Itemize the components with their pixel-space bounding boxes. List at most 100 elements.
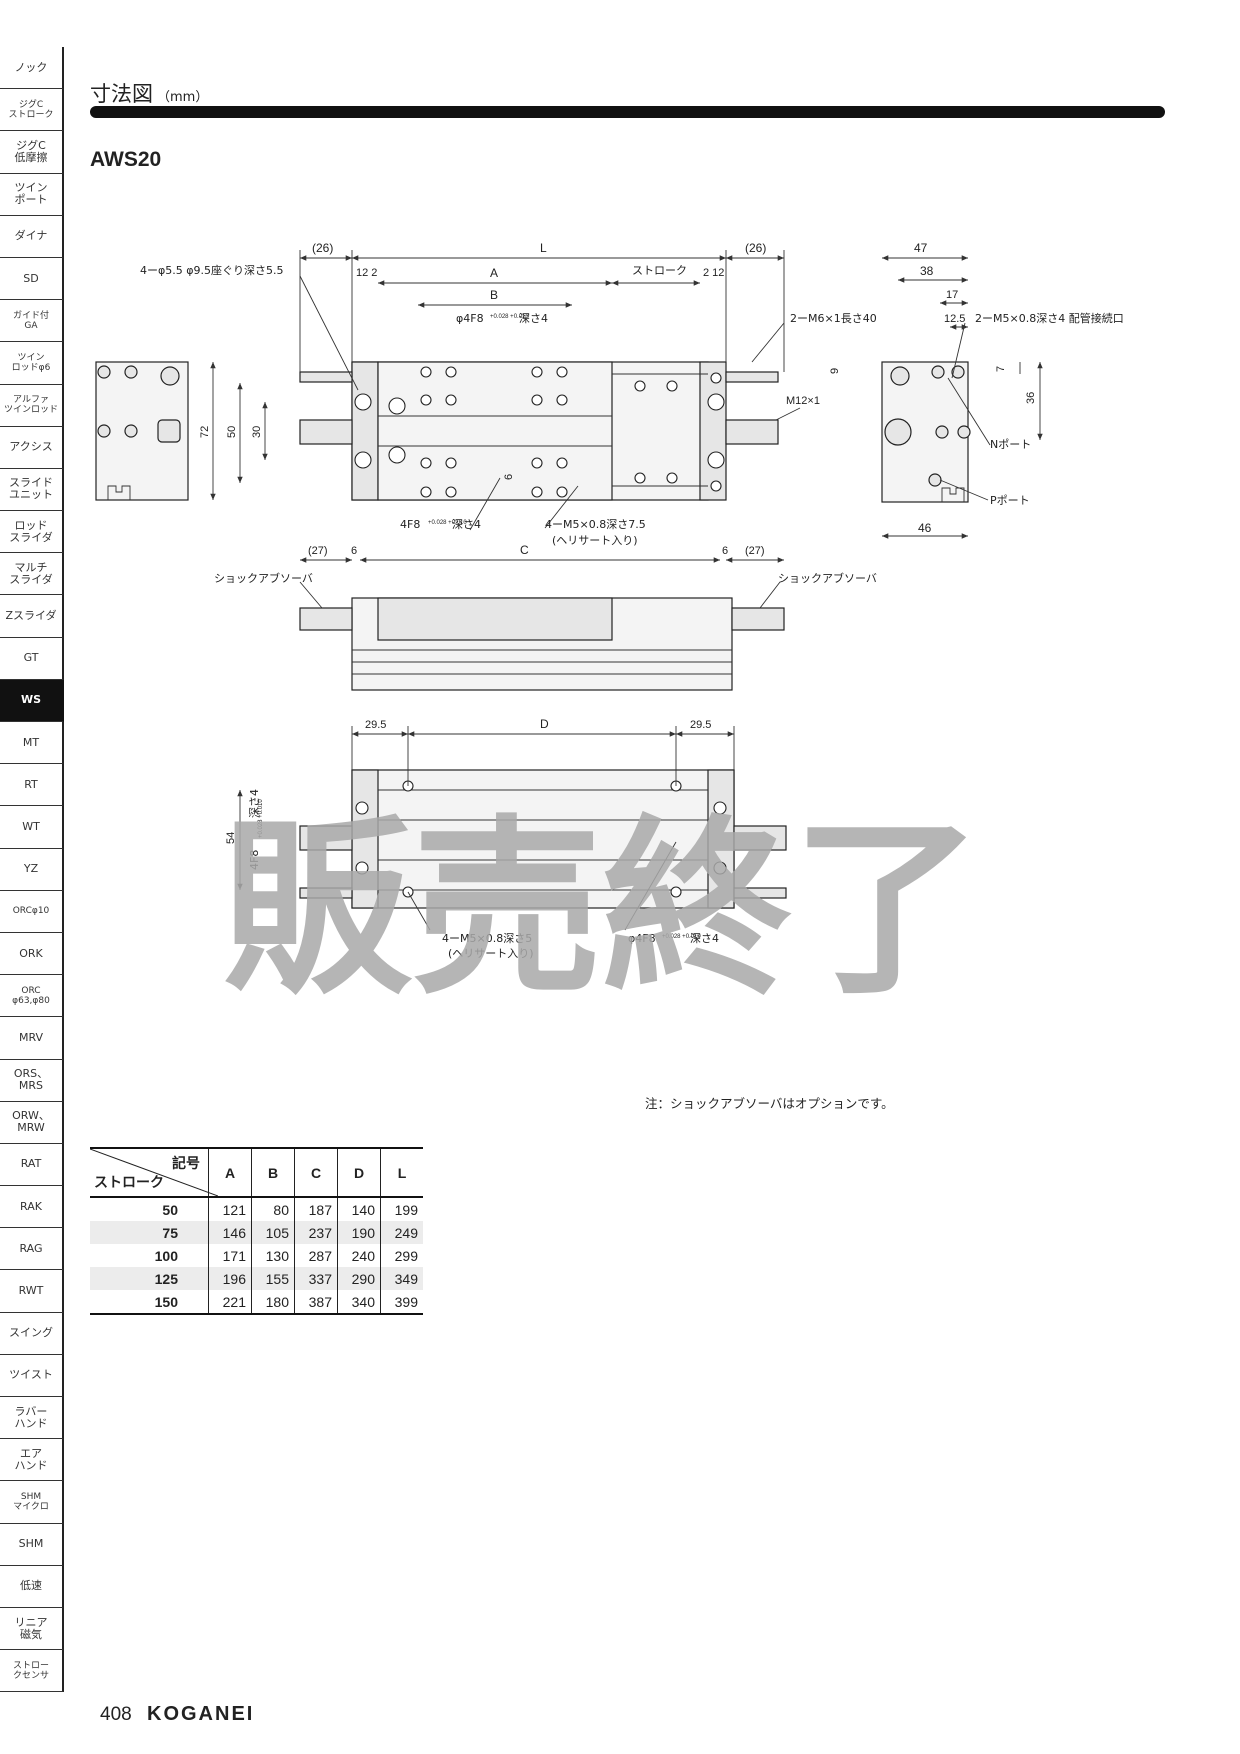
sidebar-item[interactable]: ガイド付 GA xyxy=(0,300,64,343)
label-dim-7: 7 xyxy=(995,366,1007,372)
sidebar-item[interactable]: WT xyxy=(0,806,64,849)
option-note: 注：ショックアブソーバはオプションです。 xyxy=(645,1096,894,1111)
sidebar-item[interactable]: RAT xyxy=(0,1143,64,1187)
sidebar-item[interactable]: ロッド スライダ xyxy=(0,511,64,554)
sidebar-item[interactable]: RT xyxy=(0,764,64,807)
value-cell: 130 xyxy=(251,1244,295,1267)
label-4f8-side-tol: +0.028 +0.010 xyxy=(258,799,264,838)
value-cell: 190 xyxy=(337,1221,381,1244)
label-phi4f8-depth-top: 深さ4 xyxy=(519,312,548,325)
label-dim-d: D xyxy=(540,717,549,731)
sidebar-item[interactable]: YZ xyxy=(0,848,64,891)
sidebar-item[interactable]: RAG xyxy=(0,1228,64,1271)
sidebar-item[interactable]: マルチ スライダ xyxy=(0,553,64,596)
sidebar-item[interactable]: ORW、 MRW xyxy=(0,1101,64,1144)
value-cell: 105 xyxy=(251,1221,295,1244)
value-cell: 249 xyxy=(380,1221,423,1244)
label-dim-2-12-right: 2 12 xyxy=(703,267,724,279)
top-view: (26) L (26) 12 2 A ストローク 2 12 B 4ーφ5.5 φ… xyxy=(95,241,1124,563)
bottom-view: 29.5 D 29.5 54 4F8 +0.028 +0.010 深さ4 4ーM… xyxy=(225,717,787,960)
sidebar-item[interactable]: ORK xyxy=(0,932,64,976)
value-cell: 80 xyxy=(251,1197,295,1221)
label-dim-6-right: 6 xyxy=(722,545,728,557)
label-dim-a: A xyxy=(490,266,498,280)
sidebar-item[interactable]: ORC φ63,φ80 xyxy=(0,975,64,1018)
sidebar-item[interactable]: ダイナ xyxy=(0,215,64,258)
sidebar-item[interactable]: スライド ユニット xyxy=(0,468,64,512)
sidebar-item[interactable]: アルファ ツインロッド xyxy=(0,384,64,427)
sidebar-item[interactable]: RAK xyxy=(0,1186,64,1229)
sidebar-item[interactable]: 低速 xyxy=(0,1565,64,1608)
label-dim-36: 36 xyxy=(1025,392,1037,404)
sidebar-item[interactable]: SD xyxy=(0,257,64,301)
label-dim-50: 50 xyxy=(226,426,238,438)
label-dim-72: 72 xyxy=(199,426,211,438)
sidebar-item[interactable]: ツイスト xyxy=(0,1354,64,1397)
label-dim-26-left: (26) xyxy=(312,241,333,255)
label-phi4f8-bottom: φ4F8 xyxy=(628,932,656,945)
column-header: L xyxy=(380,1147,423,1198)
sidebar-item[interactable]: GT xyxy=(0,637,64,680)
label-dim-27-left: (27) xyxy=(308,545,328,557)
sidebar-item[interactable]: ノック xyxy=(0,47,64,90)
label-4f8: 4F8 xyxy=(400,518,420,531)
sidebar-item[interactable]: ラバー ハンド xyxy=(0,1397,64,1440)
sidebar-item[interactable]: WS xyxy=(0,679,64,722)
corner-stroke-label: ストローク xyxy=(94,1174,164,1190)
label-shock-right: ショックアブソーバ xyxy=(778,571,877,585)
label-m5-5: 4ーM5×0.8深さ5 xyxy=(442,932,532,945)
value-cell: 155 xyxy=(251,1267,295,1290)
sidebar-item[interactable]: Zスライダ xyxy=(0,595,64,638)
label-dim-l: L xyxy=(540,241,547,255)
sidebar-item[interactable]: ストロー クセンサ xyxy=(0,1650,64,1693)
sidebar-item[interactable]: ORS、 MRS xyxy=(0,1059,64,1102)
label-helisert-2: (ヘリサート入り) xyxy=(448,947,534,960)
label-m5-7-5: 4ーM5×0.8深さ7.5 xyxy=(545,518,646,531)
label-p-port: Pポート xyxy=(990,494,1030,507)
sidebar-item[interactable]: ORCφ10 xyxy=(0,890,64,933)
column-header: C xyxy=(294,1147,338,1198)
sidebar-item[interactable]: SHM マイクロ xyxy=(0,1481,64,1524)
value-cell: 196 xyxy=(208,1267,252,1290)
sidebar-item[interactable]: アクシス xyxy=(0,426,64,469)
value-cell: 340 xyxy=(337,1290,381,1315)
sidebar-item[interactable]: スイング xyxy=(0,1312,64,1355)
page-title: 寸法図（mm） xyxy=(90,78,208,108)
label-dim-29-5-right: 29.5 xyxy=(690,719,711,731)
sidebar-item[interactable]: SHM xyxy=(0,1523,64,1566)
table-corner-cell: 記号 ストローク xyxy=(90,1147,218,1198)
value-cell: 387 xyxy=(294,1290,338,1315)
value-cell: 287 xyxy=(294,1244,338,1267)
sidebar-item[interactable]: エア ハンド xyxy=(0,1439,64,1482)
corner-symbol-label: 記号 xyxy=(172,1155,200,1171)
label-dim-30: 30 xyxy=(251,426,263,438)
label-dim-38: 38 xyxy=(920,264,934,278)
sidebar-item[interactable]: ジグC ストローク xyxy=(0,89,64,132)
discontinued-watermark: 販売終了 xyxy=(222,799,982,1020)
sidebar-item[interactable]: ツイン ロッドφ6 xyxy=(0,342,64,385)
sidebar-item[interactable]: MT xyxy=(0,722,64,765)
value-cell: 180 xyxy=(251,1290,295,1315)
sidebar-item[interactable]: リニア 磁気 xyxy=(0,1607,64,1651)
sidebar-item[interactable]: ツイン ポート xyxy=(0,173,64,216)
page-number: 408 xyxy=(100,1704,132,1725)
label-4f8-tol: +0.028 +0.010 xyxy=(428,520,467,526)
label-dim-stroke: ストローク xyxy=(632,264,687,277)
title-divider-bar xyxy=(90,106,1165,118)
page-title-text: 寸法図 xyxy=(90,82,153,106)
label-4f8-depth: 深さ4 xyxy=(452,518,481,531)
column-header: A xyxy=(208,1147,252,1198)
sidebar-item[interactable]: RWT xyxy=(0,1270,64,1313)
sidebar-item[interactable]: ジグC 低摩擦 xyxy=(0,131,64,174)
brand-logo: KOGANEI xyxy=(147,1703,255,1725)
value-cell: 399 xyxy=(380,1290,423,1315)
stroke-cell: 150 xyxy=(90,1290,209,1315)
label-phi4f8-depth-bottom: 深さ4 xyxy=(690,932,719,945)
value-cell: 187 xyxy=(294,1197,338,1221)
label-phi4f8-tol-bottom: +0.028 +0.010 xyxy=(662,934,701,940)
label-m6: 2ーM6×1長さ40 xyxy=(790,312,877,325)
sidebar-item[interactable]: MRV xyxy=(0,1017,64,1060)
